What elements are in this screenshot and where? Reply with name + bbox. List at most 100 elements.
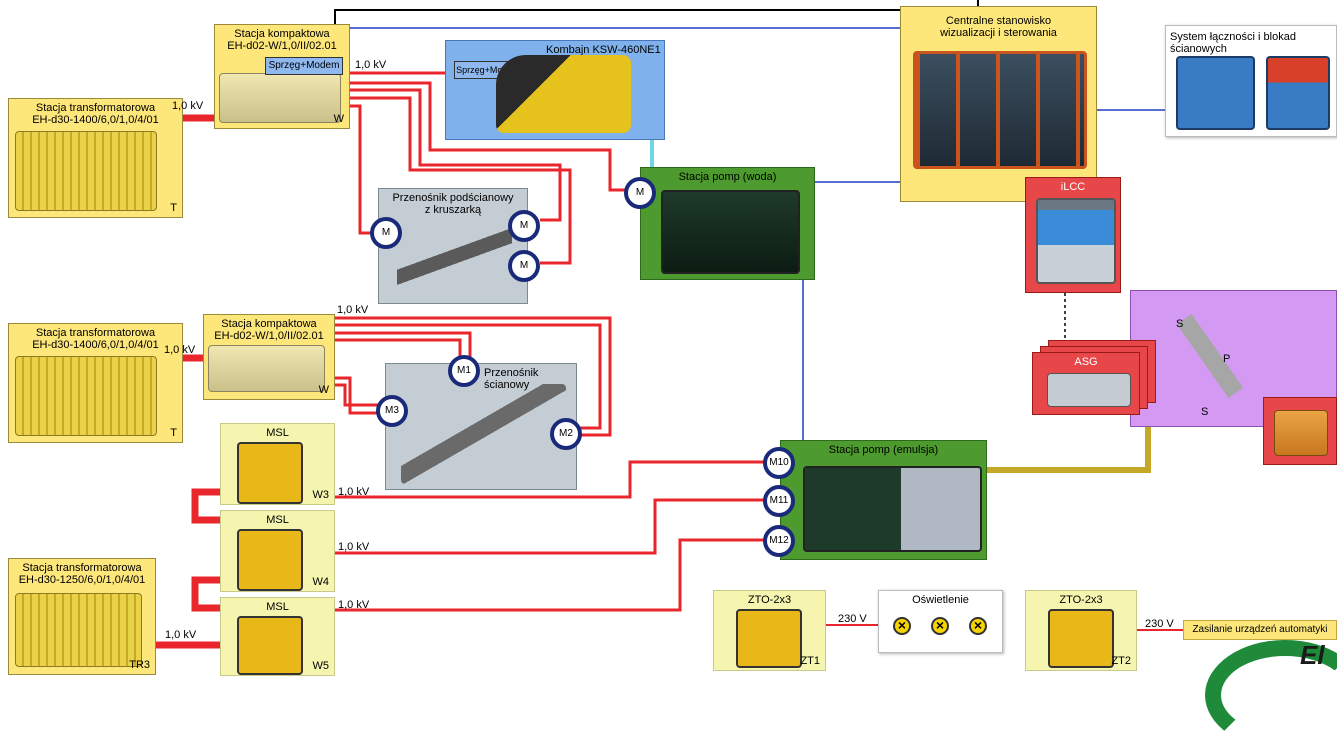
kv-label-w3: 1,0 kV [338,486,369,498]
face-conveyor-image [401,384,566,484]
motor-m-stage-loader-3[interactable]: M [508,250,540,282]
zto2-title: ZTO-2x3 [1026,594,1136,606]
automation-power-box[interactable]: Zasilanie urządzeń automatyki [1183,620,1337,640]
zto2-tag: ZT2 [1111,655,1131,667]
support-cylinder [1177,314,1243,398]
lighting-title: Oświetlenie [879,594,1002,606]
motor-m3[interactable]: M3 [376,395,408,427]
transformer-3-tag: TR3 [129,659,150,671]
msl-unit-w4[interactable]: MSL W4 [220,510,335,592]
kombajn-image [496,55,631,133]
support-label-s-bottom: S [1201,406,1208,418]
asg-title: ASG [1033,356,1139,368]
kv-label-w5: 1,0 kV [338,599,369,611]
zto-transformer-2[interactable]: ZTO-2x3 ZT2 [1025,590,1137,671]
system-image-1 [1176,56,1255,130]
v230-label-2: 230 V [1145,618,1174,630]
transformer-1-image [15,131,157,211]
motor-m11[interactable]: M11 [763,485,795,517]
support-label-p: P [1223,353,1230,365]
zto2-image [1048,609,1114,668]
zto-transformer-1[interactable]: ZTO-2x3 ZT1 [713,590,826,671]
pump-water-image [661,190,800,274]
kv-label-trafo2: 1,0 kV [164,344,195,356]
zto1-image [736,609,802,668]
emulsion-hose [987,425,1148,470]
transformer-1-tag: T [170,202,177,214]
motor-m-pump-water[interactable]: M [624,177,656,209]
valve-image [1274,410,1328,456]
kv-label-w4: 1,0 kV [338,541,369,553]
motor-m12[interactable]: M12 [763,525,795,557]
motor-m-stage-loader-1[interactable]: M [370,217,402,249]
msl-w5-tag: W5 [313,660,330,672]
msl-w5-image [237,616,303,675]
central-image [913,51,1087,169]
msl-w5-title: MSL [221,601,334,613]
compact-2-tag: W [319,384,329,396]
pump-station-water[interactable]: Stacja pomp (woda) [640,167,815,280]
asg-image [1047,373,1131,407]
compact-1-image [219,73,341,123]
system-title: System łączności i blokad ścianowych [1170,31,1336,55]
msl-w3-title: MSL [221,427,334,439]
pump-emulsion-title: Stacja pomp (emulsja) [781,444,986,456]
msl-w4-tag: W4 [313,576,330,588]
face-conveyor[interactable]: Przenośnik ścianowy [385,363,577,490]
kv-label-kombajn: 1,0 kV [355,59,386,71]
transformer-3-image [15,593,142,667]
communication-system[interactable]: System łączności i blokad ścianowych [1165,25,1337,137]
msl-unit-w3[interactable]: MSL W3 [220,423,335,505]
motor-m2[interactable]: M2 [550,418,582,450]
pump-emulsion-image [803,466,982,552]
asg-controller[interactable]: ASG [1032,352,1140,415]
system-image-2 [1266,56,1330,130]
zto1-tag: ZT1 [800,655,820,667]
motor-m10[interactable]: M10 [763,447,795,479]
msl-w4-image [237,529,303,591]
support-valve-unit[interactable] [1263,397,1337,465]
msl-unit-w5[interactable]: MSL W5 [220,597,335,676]
kv-label-trafo3: 1,0 kV [165,629,196,641]
lamp-icon-3: × [969,617,987,635]
msl-w3-tag: W3 [313,489,330,501]
zto1-title: ZTO-2x3 [714,594,825,606]
transformer-2-image [15,356,157,436]
lighting-box[interactable]: Oświetlenie × × × [878,590,1003,653]
ilcc-unit[interactable]: iLCC [1025,177,1121,293]
msl-w4-title: MSL [221,514,334,526]
lamp-icon-1: × [893,617,911,635]
compact-1-tag: W [334,113,344,125]
stage-loader-image [397,229,512,289]
support-label-s-top: S [1176,318,1183,330]
motor-m-stage-loader-2[interactable]: M [508,210,540,242]
motor-m1[interactable]: M1 [448,355,480,387]
ilcc-title: iLCC [1026,181,1120,193]
kv-label-compact2: 1,0 kV [337,304,368,316]
v230-label-1: 230 V [838,613,867,625]
shearer-kombajn[interactable]: Kombajn KSW-460NE1 Sprzęg+Modem [445,40,665,140]
modem-coupler-1: Sprzęg+Modem [265,57,343,75]
pump-station-emulsion[interactable]: Stacja pomp (emulsja) [780,440,987,560]
msl-w3-image [237,442,303,504]
ilcc-image [1036,198,1116,284]
automation-power-title: Zasilanie urządzeń automatyki [1184,624,1336,636]
pump-water-title: Stacja pomp (woda) [641,171,814,183]
kv-label-trafo1: 1,0 kV [172,100,203,112]
transformer-2-tag: T [170,427,177,439]
compact-2-image [208,345,325,392]
